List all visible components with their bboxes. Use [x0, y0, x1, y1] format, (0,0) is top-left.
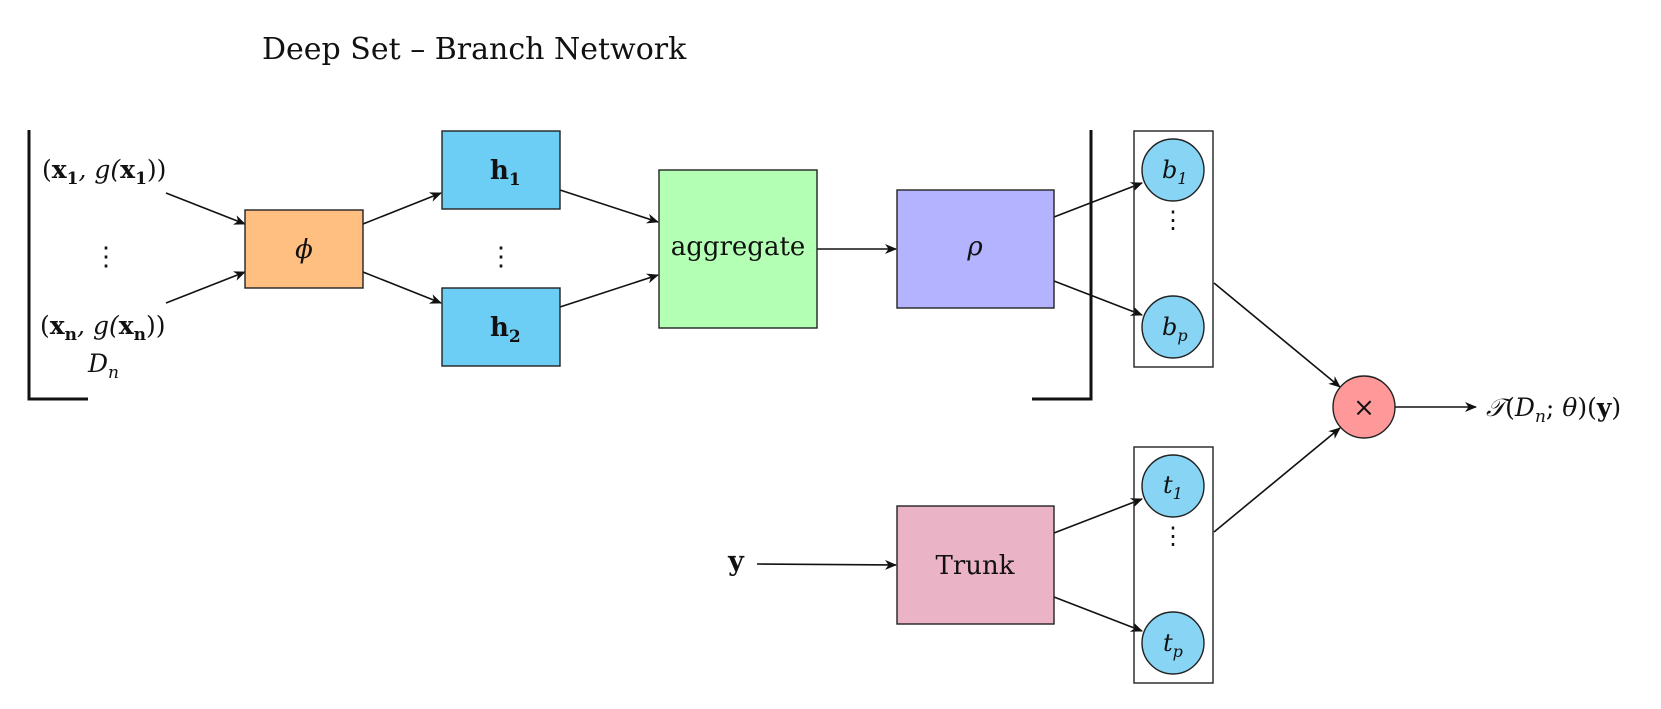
t1-label: t1 — [1163, 471, 1183, 503]
edge-trunk-multiply — [1213, 427, 1341, 533]
h1-box — [441, 130, 561, 210]
trunk-label: Trunk — [935, 551, 1014, 581]
trunk-box — [896, 505, 1055, 625]
multiply-node — [1332, 375, 1396, 439]
b1-neuron — [1141, 138, 1205, 202]
branch-bracket-right — [1032, 130, 1093, 401]
rho-label: ρ — [966, 232, 983, 262]
tp-neuron — [1141, 611, 1205, 675]
edge-h1-aggregate — [559, 189, 659, 224]
aggregate-label: aggregate — [671, 232, 806, 262]
edge-rho-bp — [1053, 280, 1143, 316]
branch-bracket-left — [27, 130, 88, 401]
input-last-label: (xn, g(xn)) — [40, 311, 166, 345]
input-vdots: ⋮ — [93, 242, 119, 272]
edge-phi-h2 — [362, 271, 442, 304]
tp-label: tp — [1163, 629, 1183, 661]
edge-trunk-t1 — [1053, 498, 1143, 534]
h2-box — [441, 287, 561, 367]
diagram-title: Deep Set – Branch Network — [262, 32, 687, 67]
branch-vdots: ⋮ — [1161, 206, 1185, 234]
phi-label: ϕ — [295, 235, 313, 265]
phi-box — [244, 209, 364, 289]
edge-branch-multiply — [1213, 282, 1341, 388]
bp-label: bp — [1162, 313, 1188, 345]
h2-label: h2 — [490, 313, 521, 347]
b1-label: b1 — [1162, 156, 1188, 188]
trunk-vdots: ⋮ — [1161, 522, 1185, 550]
edge-h2-aggregate — [559, 273, 659, 308]
t1-neuron — [1141, 454, 1205, 518]
rho-box — [896, 189, 1055, 309]
output-label: 𝒯(Dn; θ)(y) — [1486, 393, 1621, 427]
edge-rho-b1 — [1053, 182, 1143, 218]
trunk-output-container — [1133, 446, 1214, 684]
edge-xn-phi — [165, 271, 246, 304]
h-vdots: ⋮ — [488, 242, 514, 272]
multiply-label: × — [1353, 393, 1375, 423]
edge-x1-phi — [165, 192, 246, 225]
edge-phi-h1 — [362, 192, 442, 225]
bp-neuron — [1141, 295, 1205, 359]
edge-trunk-tp — [1053, 596, 1143, 632]
dataset-label: Dn — [87, 349, 119, 383]
h1-label: h1 — [490, 156, 521, 190]
y-input-label: y — [727, 546, 745, 577]
aggregate-box — [658, 169, 818, 329]
branch-output-container — [1133, 130, 1214, 368]
input-first-label: (x1, g(x1)) — [42, 155, 166, 189]
edge-y-trunk — [756, 559, 897, 570]
